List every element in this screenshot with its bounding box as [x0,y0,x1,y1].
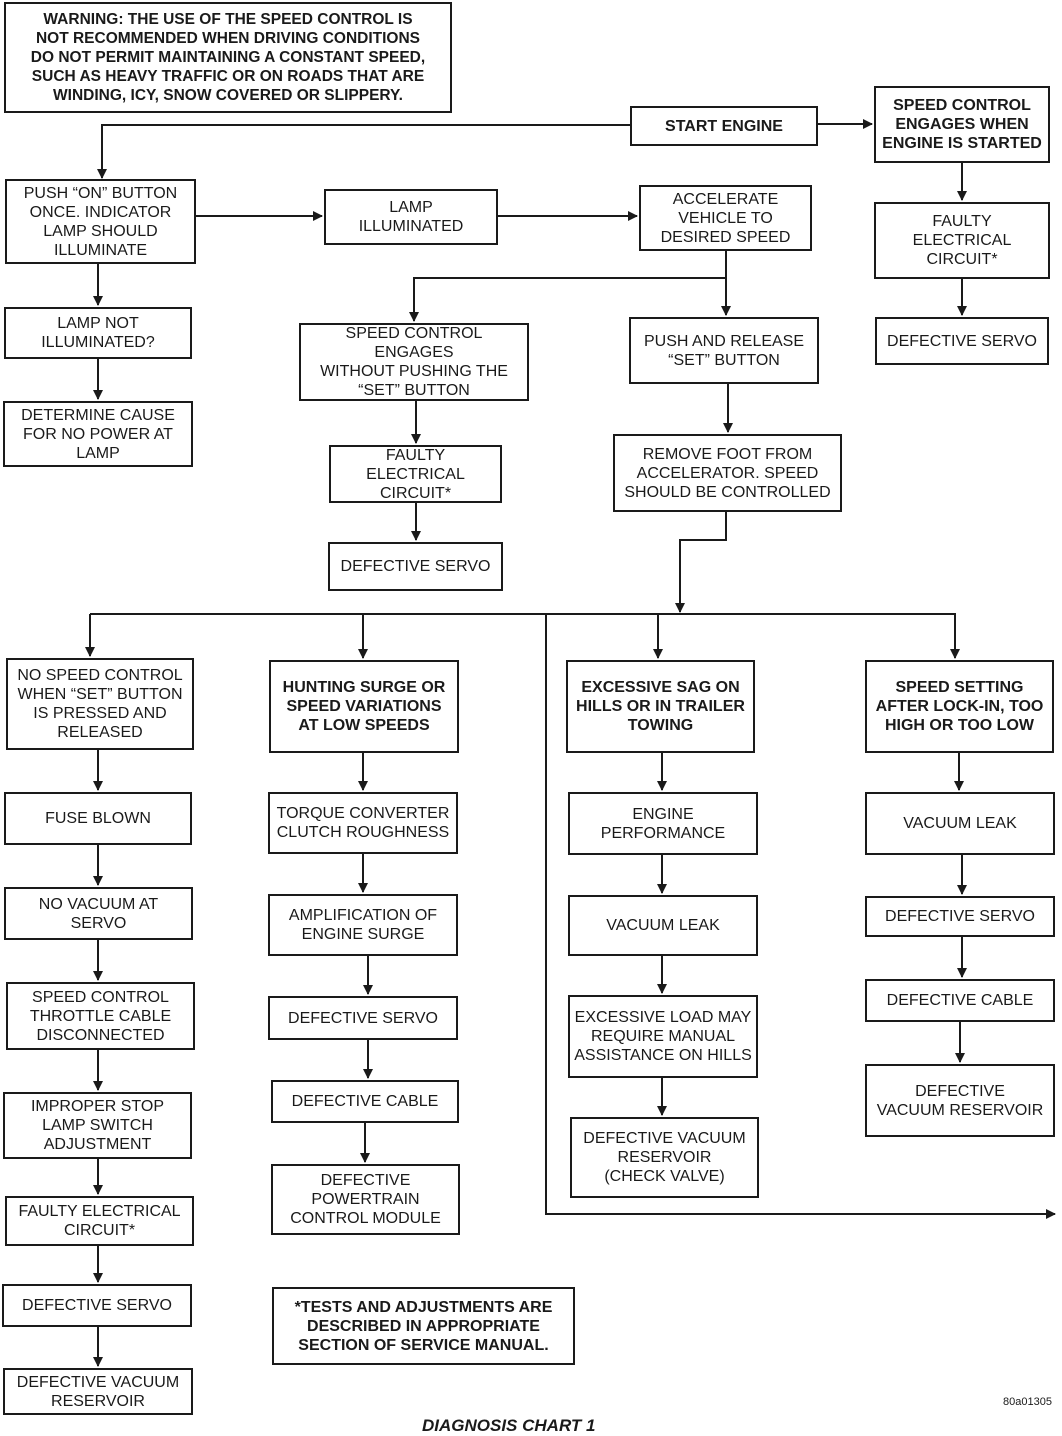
engages-when-started-box: SPEED CONTROL ENGAGES WHEN ENGINE IS STA… [874,86,1050,163]
col3-engine-performance-box: ENGINE PERFORMANCE [568,792,758,855]
arrow-remove-to-bus [675,512,727,613]
arrow-bus-to-right [545,614,1056,1219]
col1-throttle-cable-box: SPEED CONTROL THROTTLE CABLE DISCONNECTE… [6,982,195,1050]
col2-powertrain-module-box: DEFECTIVE POWERTRAIN CONTROL MODULE [271,1164,460,1235]
col3-vacuum-leak-box: VACUUM LEAK [568,895,758,956]
col2-hunting-surge-box: HUNTING SURGE OR SPEED VARIATIONS AT LOW… [269,660,459,753]
col4-vacuum-leak-box: VACUUM LEAK [865,792,1055,855]
arrow-start-to-push-on [97,124,630,179]
remove-foot-box: REMOVE FOOT FROM ACCELERATOR. SPEED SHOU… [613,434,842,512]
col2-torque-converter-box: TORQUE CONVERTER CLUTCH ROUGHNESS [268,792,458,854]
arrow-accelerate-to-engages-without [409,251,727,322]
defective-servo-mid-box: DEFECTIVE SERVO [328,542,503,591]
figure-code: 80a01305 [1003,1396,1052,1408]
accelerate-box: ACCELERATE VEHICLE TO DESIRED SPEED [639,185,812,251]
col4-defective-servo-box: DEFECTIVE SERVO [865,896,1055,937]
col3-excessive-sag-box: EXCESSIVE SAG ON HILLS OR IN TRAILER TOW… [566,660,755,753]
engages-without-set-box: SPEED CONTROL ENGAGES WITHOUT PUSHING TH… [299,323,529,401]
col2-engine-surge-box: AMPLIFICATION OF ENGINE SURGE [268,894,458,956]
footnote-box: *TESTS AND ADJUSTMENTS ARE DESCRIBED IN … [272,1287,575,1365]
faulty-circuit-top-box: FAULTY ELECTRICAL CIRCUIT* [874,202,1050,279]
col2-defective-cable-box: DEFECTIVE CABLE [271,1080,459,1123]
determine-cause-box: DETERMINE CAUSE FOR NO POWER AT LAMP [3,401,193,467]
lamp-illuminated-box: LAMP ILLUMINATED [324,189,498,245]
col1-defective-servo-box: DEFECTIVE SERVO [2,1284,192,1327]
col1-fuse-blown-box: FUSE BLOWN [4,792,192,845]
col4-vacuum-reservoir-box: DEFECTIVE VACUUM RESERVOIR [865,1064,1055,1137]
col1-stop-lamp-switch-box: IMPROPER STOP LAMP SWITCH ADJUSTMENT [3,1092,192,1159]
start-engine-box: START ENGINE [630,106,818,146]
lamp-not-illuminated-box: LAMP NOT ILLUMINATED? [4,307,192,359]
push-release-set-box: PUSH AND RELEASE “SET” BUTTON [629,317,819,384]
col2-defective-servo-box: DEFECTIVE SERVO [268,996,458,1040]
col4-speed-setting-box: SPEED SETTING AFTER LOCK-IN, TOO HIGH OR… [865,660,1054,753]
warning-box: WARNING: THE USE OF THE SPEED CONTROL IS… [4,2,452,113]
col1-faulty-circuit-box: FAULTY ELECTRICAL CIRCUIT* [5,1196,194,1246]
col1-no-vacuum-box: NO VACUUM AT SERVO [4,887,193,940]
col4-defective-cable-box: DEFECTIVE CABLE [865,979,1055,1022]
chart-caption: DIAGNOSIS CHART 1 [422,1416,596,1435]
defective-servo-top-box: DEFECTIVE SERVO [875,317,1049,365]
col3-vacuum-reservoir-box: DEFECTIVE VACUUM RESERVOIR (CHECK VALVE) [570,1117,759,1198]
push-on-button-box: PUSH “ON” BUTTON ONCE. INDICATOR LAMP SH… [5,179,196,264]
faulty-circuit-mid-box: FAULTY ELECTRICAL CIRCUIT* [329,445,502,503]
col3-excessive-load-box: EXCESSIVE LOAD MAY REQUIRE MANUAL ASSIST… [568,995,758,1078]
col1-vacuum-reservoir-box: DEFECTIVE VACUUM RESERVOIR [3,1368,193,1415]
col1-no-speed-control-box: NO SPEED CONTROL WHEN “SET” BUTTON IS PR… [6,658,194,750]
